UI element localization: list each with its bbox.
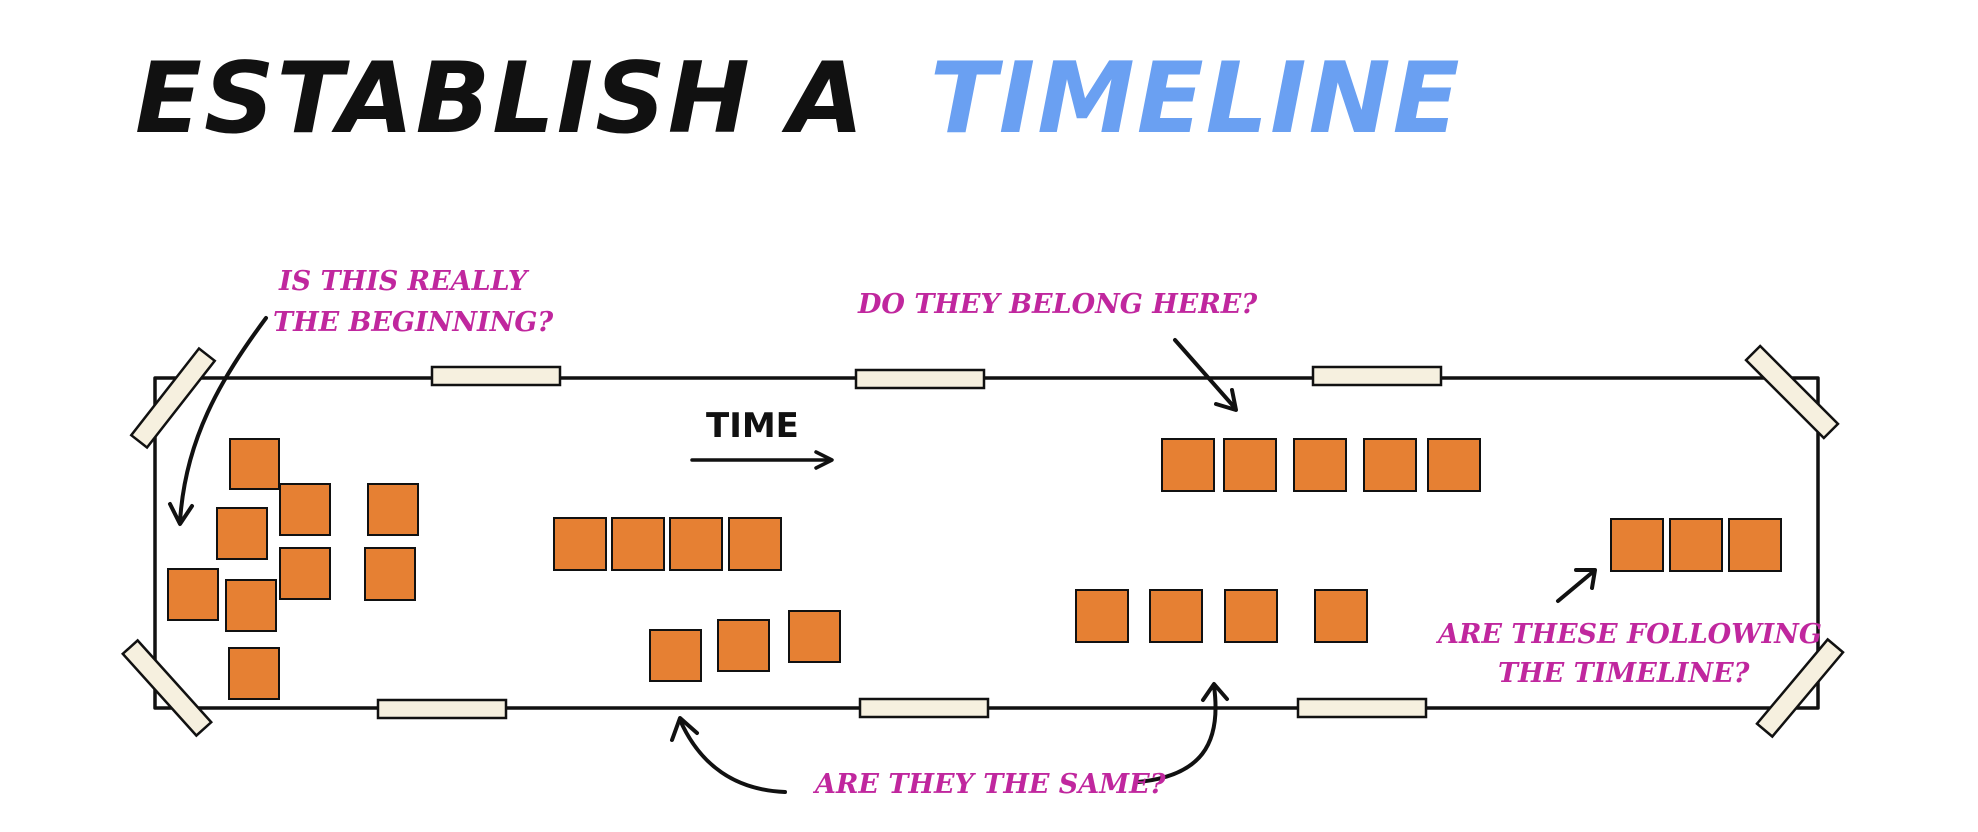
sticky-note bbox=[1669, 518, 1723, 572]
sticky-note bbox=[228, 647, 280, 700]
sticky-note bbox=[216, 507, 268, 560]
arrow-belong-icon bbox=[1173, 338, 1238, 412]
sticky-note bbox=[279, 483, 331, 536]
sticky-note bbox=[1314, 589, 1368, 643]
sticky-note bbox=[1224, 589, 1278, 643]
sticky-note bbox=[553, 517, 607, 571]
sticky-note bbox=[1610, 518, 1664, 572]
tape-strips bbox=[121, 344, 1845, 739]
title-timeline: TIMELINE bbox=[930, 42, 1462, 156]
annotation-following-line1: ARE THESE FOLLOWING bbox=[1435, 619, 1822, 650]
tape-top-3 bbox=[1311, 365, 1443, 387]
arrow-same-right-icon bbox=[1136, 682, 1229, 784]
sticky-note bbox=[1223, 438, 1277, 492]
sticky-note bbox=[1149, 589, 1203, 643]
arrow-same-left-icon bbox=[670, 716, 787, 794]
sticky-note bbox=[788, 610, 841, 663]
tape-bottom-3 bbox=[1296, 697, 1428, 719]
sticky-note bbox=[225, 579, 277, 632]
sticky-note bbox=[364, 547, 416, 601]
sticky-note bbox=[717, 619, 770, 672]
sticky-note bbox=[611, 517, 665, 571]
sticky-note bbox=[367, 483, 419, 536]
annotation-beginning-line2: THE BEGINNING? bbox=[273, 307, 554, 338]
board-outline bbox=[153, 376, 1820, 710]
annotation-beginning-line1: IS THIS REALLY bbox=[278, 266, 530, 297]
sticky-note bbox=[1427, 438, 1481, 492]
sticky-note bbox=[1728, 518, 1782, 572]
annotation-belong: DO THEY BELONG HERE? bbox=[857, 289, 1258, 320]
annotation-same: ARE THEY THE SAME? bbox=[812, 769, 1167, 800]
sticky-note bbox=[229, 438, 280, 490]
sticky-notes bbox=[167, 438, 1782, 700]
tape-top-2 bbox=[854, 368, 986, 390]
time-arrow-icon bbox=[690, 450, 834, 470]
board bbox=[153, 376, 1820, 710]
tape-corner-bottom-left bbox=[121, 638, 213, 738]
sticky-note bbox=[279, 547, 331, 600]
tape-corner-top-left bbox=[129, 346, 217, 450]
sticky-note bbox=[1075, 589, 1129, 643]
time-label: TIME bbox=[706, 406, 799, 446]
sticky-note bbox=[1161, 438, 1215, 492]
sticky-note bbox=[1293, 438, 1347, 492]
sticky-note bbox=[167, 568, 219, 621]
tape-top-1 bbox=[430, 365, 562, 387]
arrow-beginning-icon bbox=[168, 316, 268, 526]
tape-bottom-2 bbox=[858, 697, 990, 719]
sticky-note bbox=[669, 517, 723, 571]
tape-corner-bottom-right bbox=[1755, 637, 1845, 739]
annotations: IS THIS REALLY THE BEGINNING? DO THEY BE… bbox=[273, 266, 1822, 800]
tape-bottom-1 bbox=[376, 698, 508, 720]
sticky-note bbox=[1363, 438, 1417, 492]
sticky-note bbox=[649, 629, 702, 682]
annotation-following-line2: THE TIMELINE? bbox=[1498, 658, 1751, 689]
sticky-note bbox=[728, 517, 782, 571]
title-establish: ESTABLISH A bbox=[135, 42, 866, 156]
tape-corner-top-right bbox=[1744, 344, 1840, 440]
annotation-arrows bbox=[168, 316, 1597, 794]
page-title: ESTABLISH A TIMELINE bbox=[135, 42, 1462, 156]
arrow-following-icon bbox=[1556, 568, 1597, 603]
